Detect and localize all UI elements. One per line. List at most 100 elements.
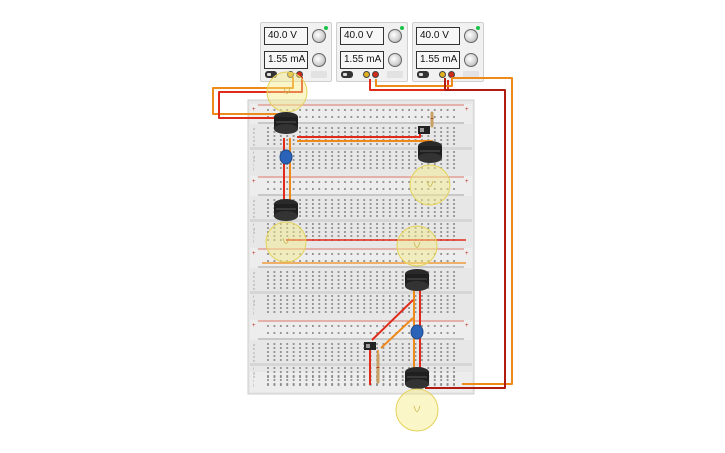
breadboard-hole[interactable] xyxy=(267,367,269,369)
breadboard-hole[interactable] xyxy=(344,127,346,129)
breadboard-hole[interactable] xyxy=(286,343,289,345)
breadboard-hole[interactable] xyxy=(299,235,301,237)
breadboard-hole[interactable] xyxy=(440,279,443,281)
breadboard-hole[interactable] xyxy=(305,347,308,349)
breadboard-hole[interactable] xyxy=(446,351,449,353)
breadboard-hole[interactable] xyxy=(363,203,366,205)
breadboard-hole[interactable] xyxy=(388,371,391,373)
breadboard-hole[interactable] xyxy=(408,181,411,183)
breadboard-hole[interactable] xyxy=(292,159,295,161)
breadboard-hole[interactable] xyxy=(311,384,314,386)
breadboard-hole[interactable] xyxy=(382,343,385,345)
breadboard-hole[interactable] xyxy=(305,127,308,129)
breadboard-hole[interactable] xyxy=(299,379,301,381)
breadboard-hole[interactable] xyxy=(311,271,314,273)
breadboard-hole[interactable] xyxy=(433,303,436,305)
breadboard-hole[interactable] xyxy=(376,227,378,229)
breadboard-hole[interactable] xyxy=(382,283,385,285)
breadboard-hole[interactable] xyxy=(299,367,301,369)
breadboard-hole[interactable] xyxy=(388,167,391,169)
breadboard-hole[interactable] xyxy=(440,359,443,361)
breadboard-hole[interactable] xyxy=(401,181,404,183)
breadboard-hole[interactable] xyxy=(279,325,282,327)
breadboard-hole[interactable] xyxy=(331,116,334,118)
breadboard-hole[interactable] xyxy=(273,231,276,233)
slide-switch-1-lever[interactable] xyxy=(420,128,424,132)
breadboard-hole[interactable] xyxy=(267,375,269,377)
breadboard-hole[interactable] xyxy=(427,355,430,357)
breadboard-hole[interactable] xyxy=(421,223,423,225)
wire[interactable] xyxy=(380,317,414,349)
breadboard-hole[interactable] xyxy=(273,359,276,361)
breadboard-hole[interactable] xyxy=(382,384,385,386)
breadboard-hole[interactable] xyxy=(363,287,366,289)
breadboard-hole[interactable] xyxy=(267,181,269,183)
breadboard-hole[interactable] xyxy=(318,223,321,225)
breadboard-hole[interactable] xyxy=(279,376,282,378)
breadboard-hole[interactable] xyxy=(337,151,340,153)
breadboard-hole[interactable] xyxy=(311,188,314,190)
breadboard-hole[interactable] xyxy=(299,155,301,157)
breadboard-hole[interactable] xyxy=(350,131,353,133)
breadboard-hole[interactable] xyxy=(363,376,366,378)
breadboard-hole[interactable] xyxy=(331,127,334,129)
breadboard-hole[interactable] xyxy=(376,215,378,217)
breadboard-hole[interactable] xyxy=(433,355,436,357)
breadboard-hole[interactable] xyxy=(337,303,340,305)
breadboard-hole[interactable] xyxy=(376,295,378,297)
breadboard-hole[interactable] xyxy=(382,163,385,165)
breadboard-hole[interactable] xyxy=(382,376,385,378)
breadboard-hole[interactable] xyxy=(382,307,385,309)
breadboard-hole[interactable] xyxy=(344,347,346,349)
breadboard-hole[interactable] xyxy=(388,235,391,237)
breadboard-hole[interactable] xyxy=(337,355,340,357)
breadboard-hole[interactable] xyxy=(369,253,372,255)
breadboard-hole[interactable] xyxy=(401,167,404,169)
breadboard-hole[interactable] xyxy=(305,151,308,153)
breadboard-hole[interactable] xyxy=(356,155,359,157)
breadboard-hole[interactable] xyxy=(267,379,269,381)
breadboard-hole[interactable] xyxy=(344,223,346,225)
breadboard-hole[interactable] xyxy=(414,351,417,353)
breadboard-hole[interactable] xyxy=(395,215,398,217)
breadboard-hole[interactable] xyxy=(350,231,353,233)
breadboard-hole[interactable] xyxy=(369,207,372,209)
breadboard-hole[interactable] xyxy=(267,109,269,111)
breadboard-hole[interactable] xyxy=(382,188,385,190)
breadboard-hole[interactable] xyxy=(421,167,423,169)
breadboard-hole[interactable] xyxy=(440,375,443,377)
breadboard-hole[interactable] xyxy=(318,188,321,190)
breadboard-hole[interactable] xyxy=(382,347,385,349)
breadboard-hole[interactable] xyxy=(388,303,391,305)
breadboard-hole[interactable] xyxy=(305,376,308,378)
breadboard-hole[interactable] xyxy=(446,279,449,281)
breadboard-hole[interactable] xyxy=(344,311,346,313)
breadboard-hole[interactable] xyxy=(453,379,455,381)
breadboard-hole[interactable] xyxy=(318,347,321,349)
breadboard-hole[interactable] xyxy=(446,116,449,118)
breadboard-hole[interactable] xyxy=(318,376,321,378)
breadboard-hole[interactable] xyxy=(331,151,334,153)
breadboard-hole[interactable] xyxy=(395,359,398,361)
breadboard-hole[interactable] xyxy=(279,139,282,141)
breadboard-hole[interactable] xyxy=(299,384,301,386)
breadboard-hole[interactable] xyxy=(408,351,411,353)
breadboard-hole[interactable] xyxy=(453,109,455,111)
breadboard-hole[interactable] xyxy=(382,223,385,225)
breadboard-hole[interactable] xyxy=(414,163,417,165)
breadboard-hole[interactable] xyxy=(305,163,308,165)
breadboard-hole[interactable] xyxy=(356,151,359,153)
breadboard-hole[interactable] xyxy=(363,215,366,217)
breadboard-hole[interactable] xyxy=(369,109,372,111)
breadboard-hole[interactable] xyxy=(401,359,404,361)
breadboard-hole[interactable] xyxy=(363,295,366,297)
breadboard-hole[interactable] xyxy=(318,359,321,361)
breadboard-hole[interactable] xyxy=(363,159,366,161)
breadboard-hole[interactable] xyxy=(433,207,436,209)
breadboard-hole[interactable] xyxy=(453,287,455,289)
breadboard-hole[interactable] xyxy=(299,299,301,301)
breadboard-hole[interactable] xyxy=(279,379,282,381)
breadboard-hole[interactable] xyxy=(382,325,385,327)
breadboard-hole[interactable] xyxy=(446,376,449,378)
breadboard-hole[interactable] xyxy=(318,131,321,133)
